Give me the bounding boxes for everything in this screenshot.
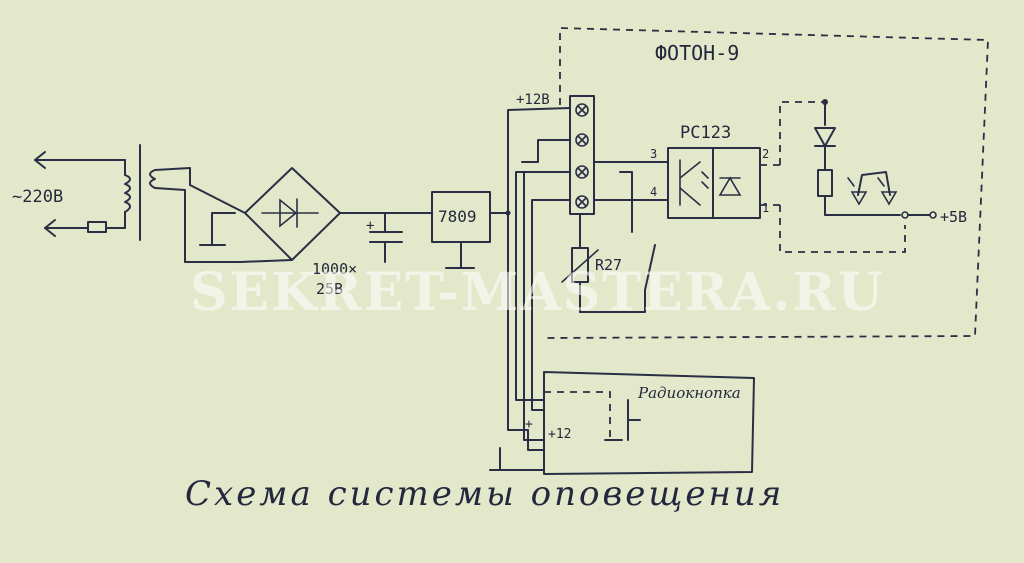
filter-capacitor: + 1000× 25В (312, 212, 403, 298)
fuse (87, 221, 107, 233)
mains-label: ~220В (12, 187, 63, 207)
module-label: ФОТОН-9 (655, 41, 739, 65)
pin-1-label: 1 (762, 201, 769, 215)
mains-input: ~220В (12, 151, 126, 237)
pin-2-label: 2 (762, 147, 769, 161)
watermark: SEKRET-MASTERA.RU (190, 262, 885, 323)
terminal-block (569, 95, 595, 215)
radio-button-label: Радиокнопка (637, 384, 741, 402)
wiring-bundle: +12В (489, 92, 571, 471)
resistor-label: R27 (595, 256, 622, 274)
rb-plus-label: + (525, 417, 533, 432)
foton-module: ФОТОН-9 (544, 27, 989, 339)
foton-internal-circuit: +5В (779, 99, 967, 253)
rb-12-label: +12 (548, 427, 571, 442)
pin-4-label: 4 (650, 185, 657, 199)
supply-5v-label: +5В (940, 208, 967, 226)
transformer (124, 144, 241, 263)
optocoupler-pc123: РС123 3 4 2 1 (650, 123, 769, 219)
rb-minus-label: − (528, 433, 536, 448)
regulator-label: 7809 (438, 207, 477, 226)
diode-bridge (189, 167, 341, 263)
regulator-7809: 7809 (431, 191, 511, 269)
capacitor-voltage: 25В (316, 280, 343, 298)
supply-12v-label: +12В (516, 92, 550, 108)
diagram-caption: Схема системы оповещения (185, 474, 784, 514)
optocoupler-label: РС123 (680, 123, 731, 143)
radio-button-module: Радиокнопка + − +12 (525, 371, 755, 475)
capacitor-plus: + (366, 218, 374, 234)
capacitor-value: 1000× (312, 260, 357, 278)
pin-3-label: 3 (650, 147, 657, 161)
r27-sensor: R27 (561, 171, 656, 313)
